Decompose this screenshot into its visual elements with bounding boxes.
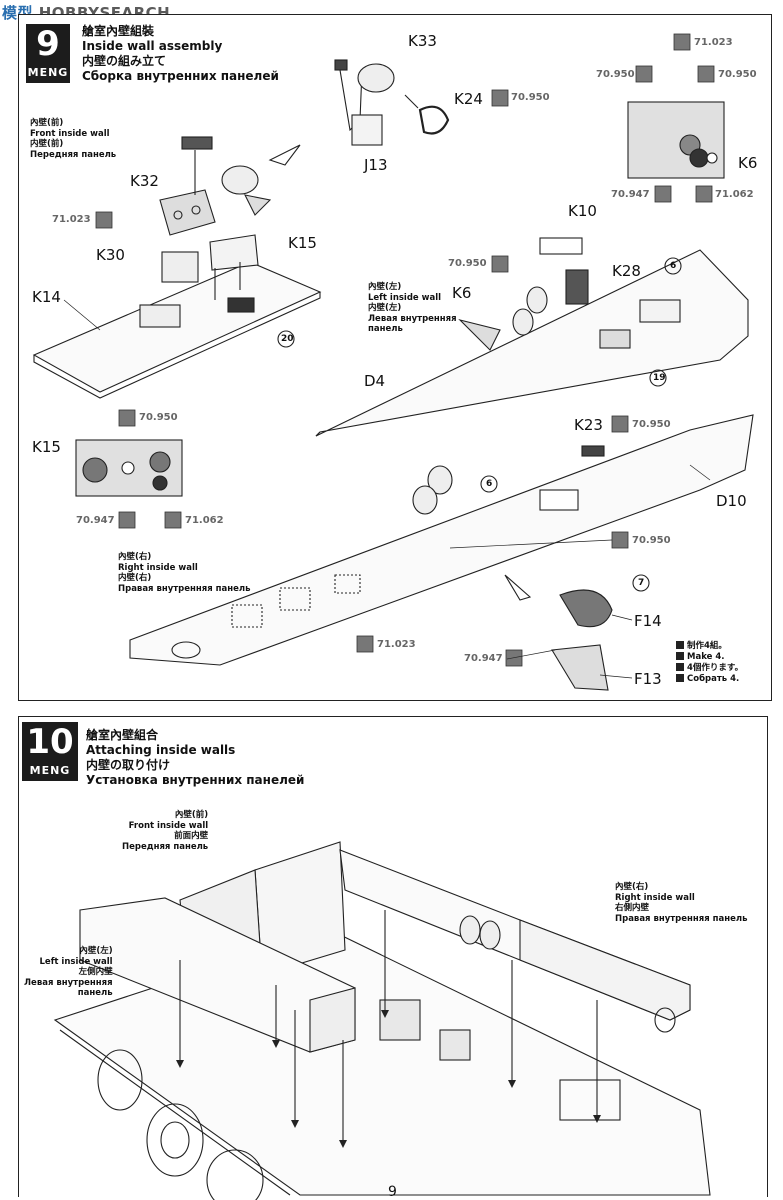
part-f13: F13 bbox=[634, 670, 662, 688]
paint-k15-top: 70.950 bbox=[139, 412, 178, 423]
part-k23: K23 bbox=[574, 416, 603, 434]
part-k14: K14 bbox=[32, 288, 61, 306]
paint-k23: 70.950 bbox=[632, 419, 671, 430]
part-k10: K10 bbox=[568, 202, 597, 220]
make-four-note: 制作4組。 Make 4. 4個作ります。 Собрать 4. bbox=[676, 641, 743, 685]
step-10-title: 艙室內壁組合 Attaching inside walls 内壁の取り付け Ус… bbox=[86, 728, 305, 787]
callout-6b: 6 bbox=[486, 479, 493, 489]
callout-19: 19 bbox=[653, 373, 666, 383]
callout-7: 7 bbox=[638, 578, 645, 588]
page-number: 9 bbox=[388, 1184, 397, 1200]
paint-right-wall: 71.023 bbox=[377, 639, 416, 650]
part-k30: K30 bbox=[96, 246, 125, 264]
step10-front-wall-label: 內壁(前) Front inside wall 前面内壁 Передняя па… bbox=[122, 810, 209, 852]
paint-k6-right: 70.950 bbox=[718, 69, 757, 80]
paint-k32: 71.023 bbox=[52, 214, 91, 225]
paint-k6-bottom-left: 70.947 bbox=[611, 189, 650, 200]
part-k15-detail: K15 bbox=[32, 438, 61, 456]
step10-left-wall-label: 內壁(左) Left inside wall 左側内壁 Левая внутре… bbox=[24, 946, 113, 998]
part-k33: K33 bbox=[408, 32, 437, 50]
meng-logo: MENG bbox=[26, 64, 70, 83]
paint-k28: 70.950 bbox=[448, 258, 487, 269]
step10-right-wall-label: 內壁(右) Right inside wall 右側内壁 Правая внут… bbox=[615, 882, 748, 924]
part-f14: F14 bbox=[634, 612, 662, 630]
callout-6a: 6 bbox=[670, 261, 677, 271]
part-j13: J13 bbox=[364, 156, 388, 174]
paint-k24: 70.950 bbox=[511, 92, 550, 103]
part-k24: K24 bbox=[454, 90, 483, 108]
paint-f13: 70.947 bbox=[464, 653, 503, 664]
right-wall-label: 內壁(右) Right inside wall 内壁(右) Правая вну… bbox=[118, 552, 251, 594]
step-number: 9 bbox=[36, 24, 60, 64]
part-d10: D10 bbox=[716, 492, 747, 510]
paint-k6-left: 70.950 bbox=[596, 69, 635, 80]
front-wall-label: 內壁(前) Front inside wall 内壁(前) Передняя п… bbox=[30, 118, 117, 160]
step-number: 10 bbox=[26, 722, 74, 762]
part-k6: K6 bbox=[738, 154, 758, 172]
paint-k6-bottom-right: 71.062 bbox=[715, 189, 754, 200]
step-10-badge: 10 MENG bbox=[22, 722, 78, 781]
step-9-title: 艙室內壁組裝 Inside wall assembly 内壁の組み立て Сбор… bbox=[82, 24, 279, 83]
paint-k6-top: 71.023 bbox=[694, 37, 733, 48]
paint-k15-bottom-right: 71.062 bbox=[185, 515, 224, 526]
part-k28: K28 bbox=[612, 262, 641, 280]
part-k32: K32 bbox=[130, 172, 159, 190]
left-wall-label: 內壁(左) Left inside wall 内壁(左) Левая внутр… bbox=[368, 282, 457, 334]
step-9-badge: 9 MENG bbox=[26, 24, 70, 83]
part-d4: D4 bbox=[364, 372, 386, 390]
paint-k15-bottom-left: 70.947 bbox=[76, 515, 115, 526]
callout-20: 20 bbox=[281, 334, 294, 344]
part-k6-left: K6 bbox=[452, 284, 472, 302]
part-k15: K15 bbox=[288, 234, 317, 252]
meng-logo: MENG bbox=[22, 762, 78, 781]
paint-d10: 70.950 bbox=[632, 535, 671, 546]
